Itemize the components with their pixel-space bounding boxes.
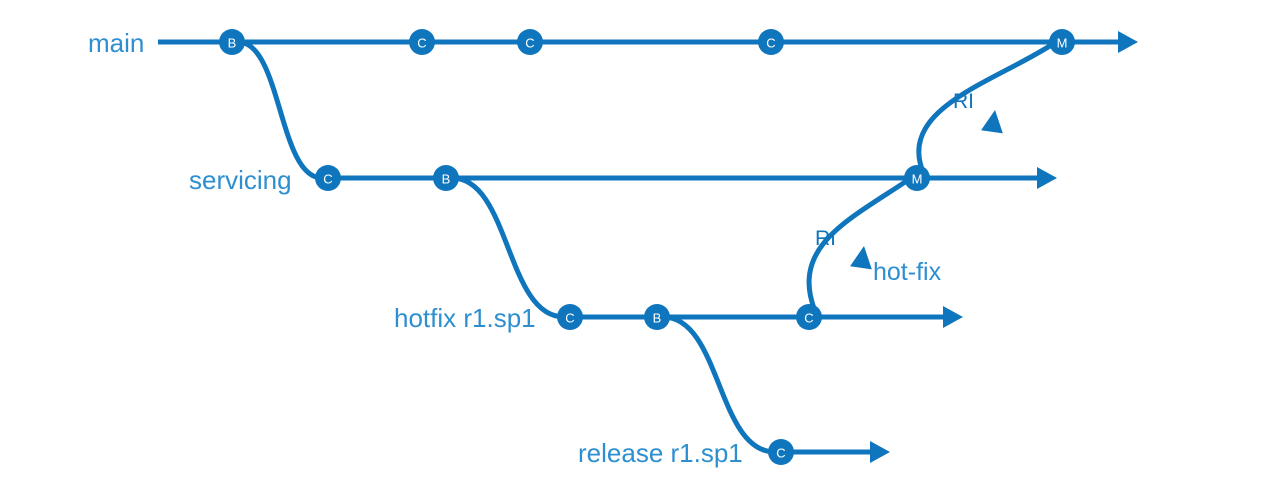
node-letter: C <box>323 172 332 187</box>
integration-label-ri-servicing-to-main: RI <box>953 90 974 113</box>
arrow-head-icon <box>850 246 872 270</box>
node-letter: C <box>766 36 775 51</box>
integration-curve-ri-hotfix-to-servicing <box>806 175 914 314</box>
branch-label-hotfix-r1-sp1: hotfix r1.sp1 <box>394 303 536 333</box>
commit-node-main-0[interactable]: B <box>219 29 245 55</box>
commit-nodes-layer: B C C C M C B M C B C C <box>219 29 1075 465</box>
commit-node-servicing-2[interactable]: M <box>904 165 930 191</box>
arrow-head-icon <box>981 110 1003 134</box>
integration-curve-ri-servicing-to-main <box>916 39 1059 175</box>
commit-node-main-3[interactable]: C <box>758 29 784 55</box>
arrow-head-icon <box>1037 167 1057 189</box>
commit-node-main-2[interactable]: C <box>517 29 543 55</box>
commit-node-main-1[interactable]: C <box>409 29 435 55</box>
node-letter: B <box>228 36 237 51</box>
arrow-head-icon <box>870 441 890 463</box>
arrow-head-icon <box>1118 31 1138 53</box>
node-letter: M <box>912 172 923 187</box>
branch-curves-layer <box>235 39 778 455</box>
commit-node-hotfix-r1-sp1-1[interactable]: B <box>644 304 670 330</box>
node-letter: C <box>804 311 813 326</box>
branch-label-servicing: servicing <box>189 165 292 195</box>
integration-label-ri-hotfix-to-servicing: RI <box>815 227 836 250</box>
integration-curves-layer <box>806 39 1059 314</box>
branch-curve-hotfix-to-release <box>660 314 778 455</box>
node-letter: C <box>776 446 785 461</box>
commit-node-main-4[interactable]: M <box>1049 29 1075 55</box>
arrow-head-icon <box>943 306 963 328</box>
branch-curve-servicing-to-hotfix <box>449 175 567 320</box>
flow-label-ri-hotfix-to-servicing: hot-fix <box>873 258 942 286</box>
branch-label-main: main <box>88 28 144 58</box>
node-letter: B <box>653 311 662 326</box>
commit-node-release-r1-sp1-0[interactable]: C <box>768 439 794 465</box>
branch-rails-layer <box>158 31 1138 463</box>
node-letter: C <box>417 36 426 51</box>
commit-node-servicing-1[interactable]: B <box>433 165 459 191</box>
node-letter: C <box>565 311 574 326</box>
node-letter: M <box>1057 36 1068 51</box>
node-letter: B <box>442 172 451 187</box>
branch-label-release-r1-sp1: release r1.sp1 <box>578 438 743 468</box>
labels-layer: main servicing hotfix r1.sp1 release r1.sp1… <box>88 28 974 468</box>
commit-node-hotfix-r1-sp1-2[interactable]: C <box>796 304 822 330</box>
branch-curve-main-to-servicing <box>235 39 325 181</box>
node-letter: C <box>525 36 534 51</box>
commit-node-hotfix-r1-sp1-0[interactable]: C <box>557 304 583 330</box>
commit-node-servicing-0[interactable]: C <box>315 165 341 191</box>
